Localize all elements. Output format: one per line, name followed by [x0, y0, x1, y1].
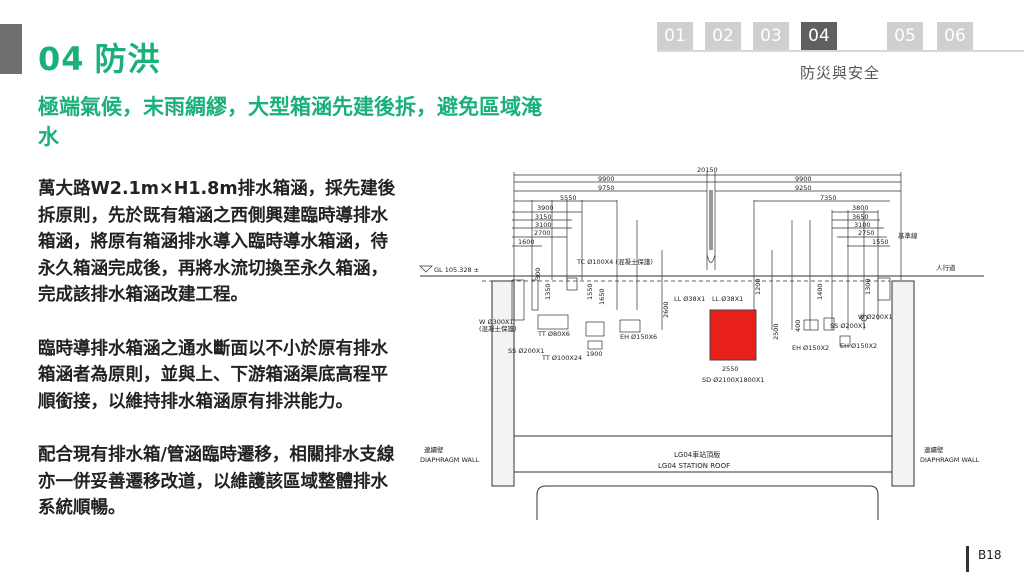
diagram-label: 1300	[864, 278, 872, 295]
diagram-label: SS Ø200X1	[830, 322, 866, 330]
tab-04[interactable]: 04	[801, 22, 837, 50]
body-paragraph-1: 萬大路W2.1m×H1.8m排水箱涵，採先建後拆原則，先於既有箱涵之西側興建臨時…	[38, 179, 396, 305]
diagram-label: 基準線	[898, 231, 918, 240]
diagram-label: 2700	[534, 229, 551, 237]
diagram-label: 9900	[598, 175, 615, 183]
diagram-label: W Ø200X1	[858, 313, 893, 321]
diagram-label: LL Ø38X1	[674, 295, 705, 303]
page-subtitle: 極端氣候，末雨綢繆，大型箱涵先建後拆，避免區域淹水	[38, 95, 542, 149]
diagram-label: 3650	[852, 213, 869, 221]
page-number: B18	[978, 548, 1002, 562]
diagram-label: TT Ø80X6	[537, 330, 570, 338]
diagram-label: 1400	[816, 283, 824, 300]
diagram-label: 1650	[598, 288, 606, 305]
diagram-label: 3900	[537, 204, 554, 212]
diagram-label: EH Ø150X2	[792, 344, 829, 352]
diagram-label: 9250	[795, 184, 812, 192]
page-number-bar	[966, 546, 969, 572]
diagram-label: 1350	[544, 283, 552, 300]
diagram-label: EH Ø150X2	[840, 342, 877, 350]
diagram-label: 9750	[598, 184, 615, 192]
body-paragraph-3: 配合現有排水箱/管涵臨時遷移，相關排水支線亦一併妥善遷移改道，以維護該區域整體排…	[38, 445, 395, 518]
diagram-label: 3100	[854, 221, 871, 229]
diagram-label: TT Ø100X24	[541, 354, 582, 362]
diagram-label: (混凝土保護)	[479, 324, 517, 333]
tab-02[interactable]: 02	[705, 22, 741, 50]
diagram-label: 9900	[795, 175, 812, 183]
body-paragraph-2: 臨時導排水箱涵之通水斷面以不小於原有排水箱涵者為原則，並與上、下游箱涵渠底高程平…	[38, 338, 388, 412]
diagram-label: 7350	[820, 194, 837, 202]
diagram-label: 1550	[872, 238, 889, 246]
diagram-label: 3100	[535, 221, 552, 229]
tab-01[interactable]: 01	[657, 22, 693, 50]
diagram-label: 連續壁	[924, 445, 944, 454]
diagram-label: EH Ø150X6	[620, 333, 657, 341]
drainage-box-section-diagram: 20150 9900 9750 9900 9250 5550 3900 3150…	[419, 166, 984, 520]
diagram-label: 3150	[535, 213, 552, 221]
diagram-label: 2750	[858, 229, 875, 237]
diagram-label: TC Ø100X4 (混凝土保護)	[576, 257, 653, 266]
diagram-label: 2550	[722, 365, 739, 373]
diagram-label: 300	[534, 268, 542, 280]
diagram-label: 1550	[586, 283, 594, 300]
diagram-label: 1600	[518, 238, 535, 246]
body-text: 萬大路W2.1m×H1.8m排水箱涵，採先建後拆原則，先於既有箱涵之西側興建臨時…	[38, 176, 398, 549]
diagram-label: 3800	[852, 204, 869, 212]
diagram-label: 2600	[662, 301, 670, 318]
section-accent-bar	[0, 24, 22, 74]
tab-underline	[657, 50, 1024, 52]
diagram-label: SD Ø2100X1800X1	[702, 376, 764, 384]
section-name: 防洪	[94, 40, 161, 78]
tab-03[interactable]: 03	[753, 22, 789, 50]
tab-section-subtitle: 防災與安全	[800, 64, 881, 82]
diagram-label: DIAPHRAGM WALL	[920, 456, 980, 464]
diagram-label: SS Ø200X1	[508, 347, 544, 355]
section-number: 04	[38, 40, 85, 78]
drainage-box-culvert	[709, 309, 757, 361]
diagram-label: 20150	[697, 166, 718, 174]
diagram-label: 400	[794, 320, 802, 332]
diagram-label: 5550	[560, 194, 577, 202]
diagram-label: W Ø300X1	[479, 318, 514, 326]
diagram-label: LG04車站頂版	[674, 450, 720, 459]
diagram-label: DIAPHRAGM WALL	[420, 456, 480, 464]
diagram-label: LL Ø38X1	[712, 295, 743, 303]
diagram-label: LG04 STATION ROOF	[658, 462, 730, 470]
diagram-label: 1200	[754, 278, 762, 295]
diagram-label: 人行道	[936, 263, 956, 272]
tab-05[interactable]: 05	[887, 22, 923, 50]
diagram-label: GL 105.328 ±	[434, 266, 479, 274]
diagram-label: 連續壁	[424, 445, 444, 454]
tab-06[interactable]: 06	[937, 22, 973, 50]
diagram-label: 2500	[772, 323, 780, 340]
diagram-label: 1900	[586, 350, 603, 358]
